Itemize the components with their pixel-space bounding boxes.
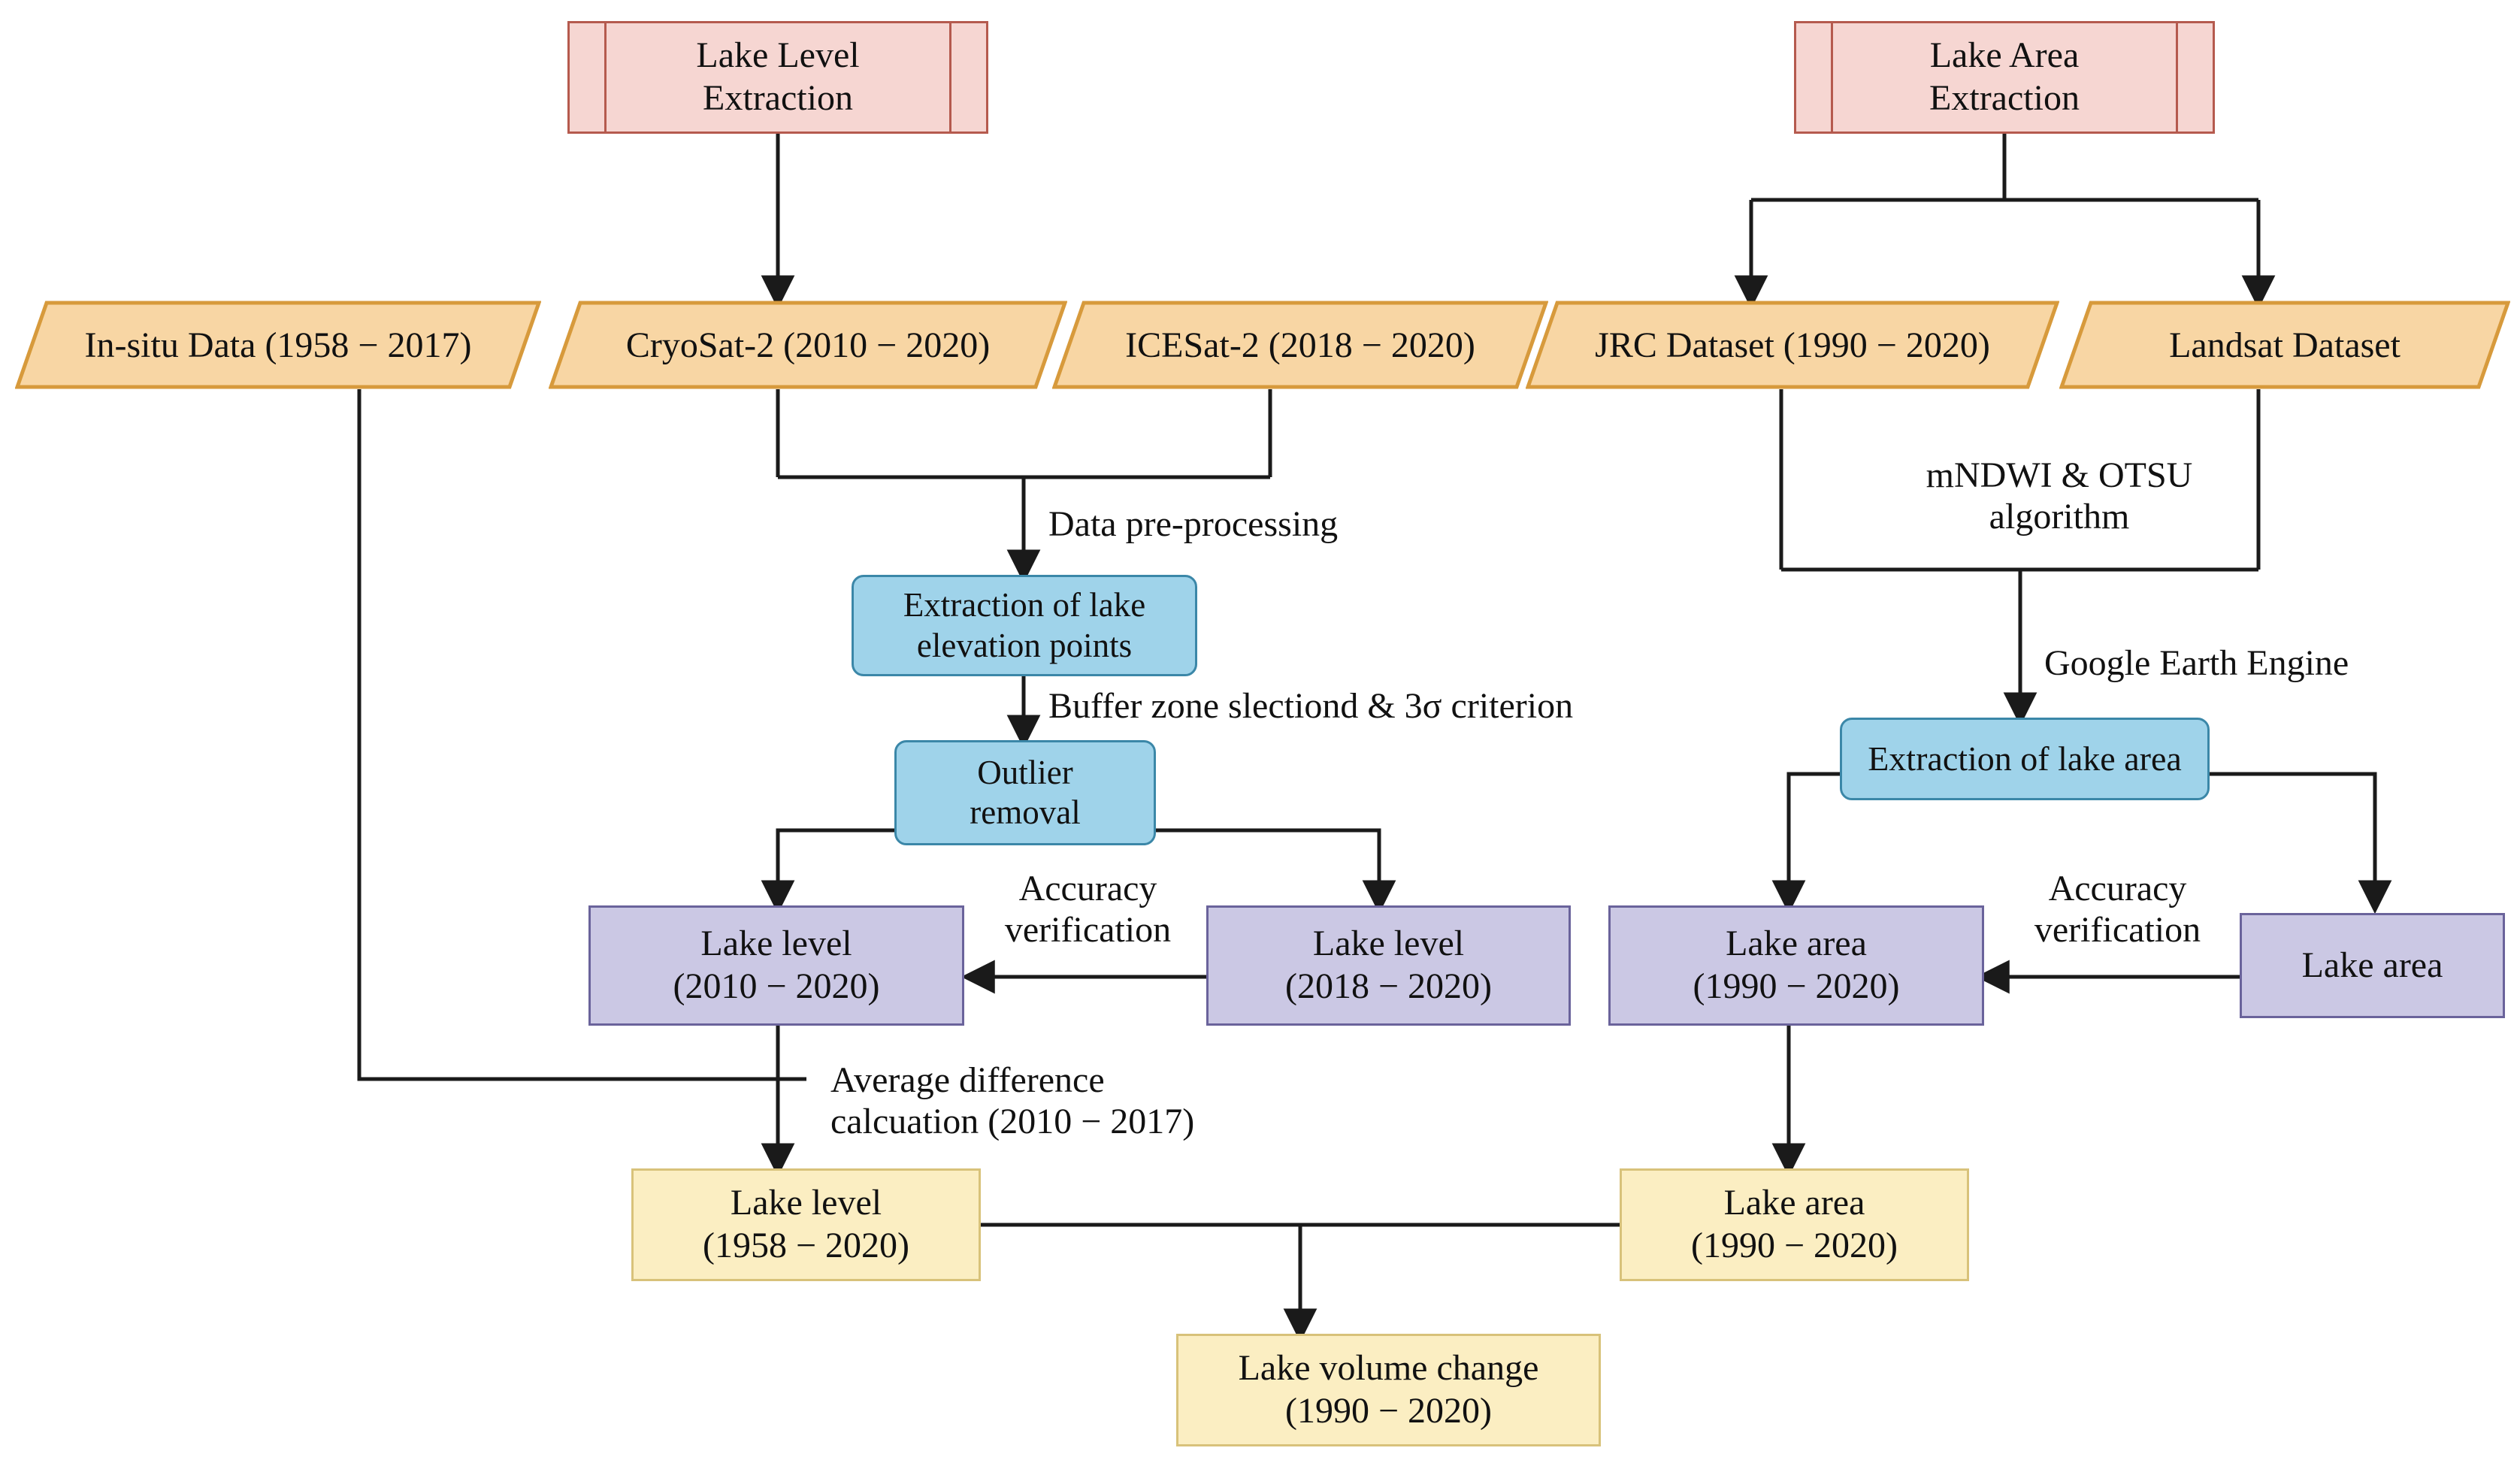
node-label: Extraction of lake area	[1868, 739, 2182, 778]
node-label: ICESat-2 (2018 − 2020)	[1125, 325, 1475, 365]
node-extraction-lake-elevation-points[interactable]: Extraction of lake elevation points	[852, 575, 1197, 676]
node-label: Lake Level Extraction	[696, 35, 860, 118]
node-in-situ-data[interactable]: In-situ Data (1958 − 2017)	[15, 301, 541, 389]
pink-divider-left	[1831, 23, 1833, 131]
node-label: Lake level (1958 − 2020)	[702, 1183, 910, 1265]
node-lake-area-result-1990-2020[interactable]: Lake area (1990 − 2020)	[1620, 1168, 1969, 1281]
node-label: CryoSat-2 (2010 − 2020)	[625, 325, 991, 365]
node-label: Lake area (1990 − 2020)	[1693, 923, 1900, 1006]
node-label: Extraction of lake elevation points	[903, 586, 1146, 664]
node-lake-area-plain[interactable]: Lake area	[2240, 913, 2505, 1018]
node-jrc-dataset[interactable]: JRC Dataset (1990 − 2020)	[1526, 301, 2059, 389]
node-label: Lake level (2010 − 2020)	[673, 923, 880, 1006]
wire-outlier-left-bus	[761, 828, 894, 914]
wire-area-left-bus	[1771, 772, 1840, 914]
parallelogram-shape	[1052, 301, 1548, 389]
node-outlier-removal[interactable]: Outlier removal	[894, 740, 1156, 845]
parallelogram-shape	[1526, 301, 2059, 389]
node-icesat-2[interactable]: ICESat-2 (2018 − 2020)	[1052, 301, 1548, 389]
parallelogram-shape	[15, 301, 541, 389]
node-lake-level-1958-2020[interactable]: Lake level (1958 − 2020)	[631, 1168, 981, 1281]
node-label: Outlier removal	[970, 753, 1081, 831]
edge-label-mndwi-otsu: mNDWI & OTSU algorithm	[1926, 455, 2193, 537]
node-lake-volume-change[interactable]: Lake volume change (1990 − 2020)	[1176, 1334, 1601, 1446]
edge-label-google-earth-engine: Google Earth Engine	[2044, 643, 2349, 683]
node-label: Lake Area Extraction	[1929, 35, 2080, 118]
node-cryosat-2[interactable]: CryoSat-2 (2010 − 2020)	[549, 301, 1067, 389]
edge-label-data-preprocessing: Data pre-processing	[1048, 504, 1339, 544]
node-extraction-lake-area[interactable]: Extraction of lake area	[1840, 718, 2210, 800]
pink-divider-right	[949, 23, 951, 131]
parallelogram-shape	[549, 301, 1067, 389]
node-label: Lake level (2018 − 2020)	[1284, 923, 1493, 1006]
node-label: In-situ Data (1958 − 2017)	[84, 325, 472, 365]
node-lake-level-extraction[interactable]: Lake Level Extraction	[567, 21, 988, 134]
pink-divider-right	[2176, 23, 2178, 131]
parallelogram-shape	[2059, 301, 2510, 389]
node-lake-level-2018-2020[interactable]: Lake level (2018 − 2020)	[1206, 905, 1571, 1026]
node-label: Lake volume change (1990 − 2020)	[1238, 1348, 1539, 1431]
node-label: Landsat Dataset	[2169, 325, 2401, 365]
edge-label-accuracy-verification-right: Accuracy verification	[2034, 869, 2201, 951]
node-label: JRC Dataset (1990 − 2020)	[1595, 325, 1990, 365]
node-label: Lake area	[2301, 945, 2443, 985]
edge-label-average-difference: Average difference calcuation (2010 − 20…	[830, 1060, 1195, 1142]
node-landsat-dataset[interactable]: Landsat Dataset	[2059, 301, 2510, 389]
edge-label-accuracy-verification-left: Accuracy verification	[1004, 869, 1172, 951]
node-label: Lake area (1990 − 2020)	[1690, 1183, 1898, 1265]
pink-divider-left	[604, 23, 607, 131]
edge-label-buffer-zone: Buffer zone slectiond & 3σ criterion	[1048, 686, 1574, 726]
node-lake-level-2010-2020[interactable]: Lake level (2010 − 2020)	[588, 905, 964, 1026]
node-lake-area-1990-2020[interactable]: Lake area (1990 − 2020)	[1608, 905, 1984, 1026]
node-lake-area-extraction[interactable]: Lake Area Extraction	[1794, 21, 2215, 134]
